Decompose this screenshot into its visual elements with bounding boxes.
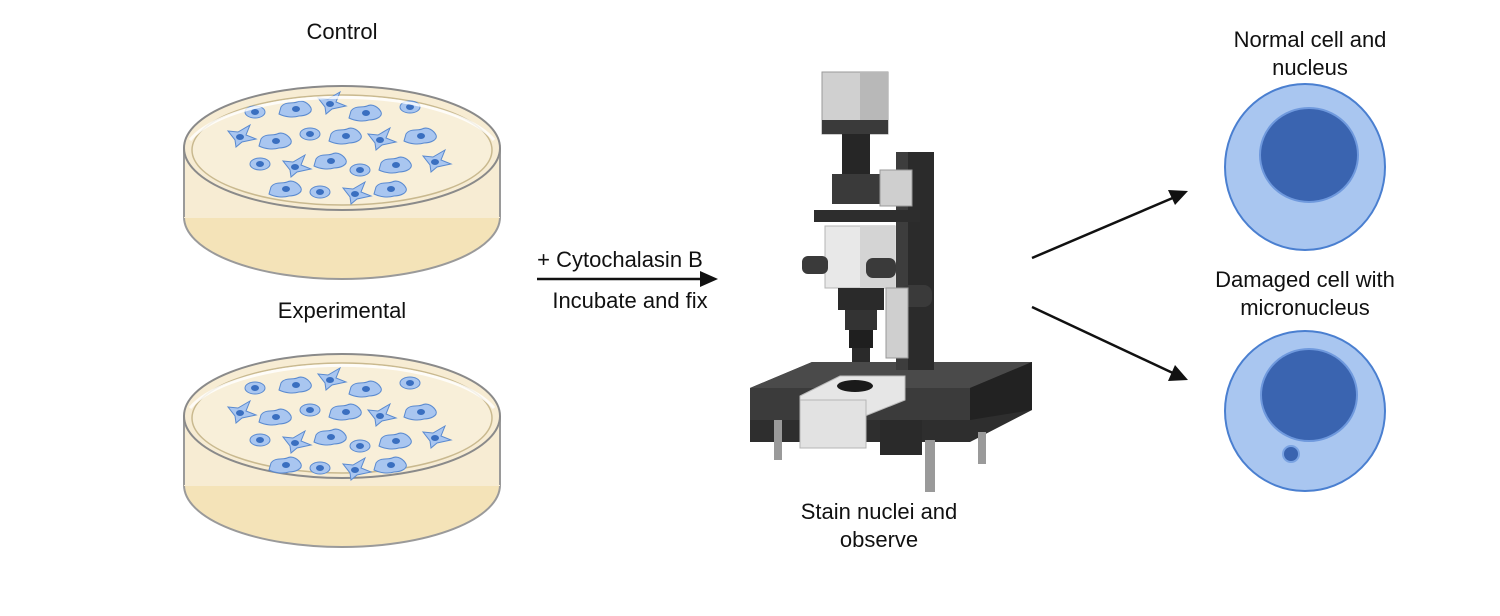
damaged-cell-label-line1: Damaged cell with (1215, 267, 1395, 292)
treatment-line2: Incubate and fix (552, 288, 708, 313)
damaged-cell (1224, 330, 1386, 492)
damaged-nucleus (1260, 348, 1358, 442)
treatment-line1: + Cytochalasin B (537, 247, 703, 272)
damaged-cell-label-line2: micronucleus (1240, 295, 1370, 320)
arrow-to-normal-cell (1031, 190, 1188, 260)
microscope-caption-line2: observe (839, 527, 919, 552)
microscope-illustration (750, 71, 1032, 492)
experimental-label: Experimental (277, 298, 407, 323)
micronucleus (1282, 445, 1300, 463)
control-petri-dish (183, 85, 501, 280)
treatment-arrow (537, 271, 718, 287)
experimental-petri-dish (183, 353, 501, 548)
normal-cell (1224, 83, 1386, 251)
normal-cell-label-line1: Normal cell and (1233, 27, 1387, 52)
microscope-caption-line1: Stain nuclei and (800, 499, 958, 524)
normal-nucleus (1259, 107, 1359, 203)
normal-cell-label-line2: nucleus (1272, 55, 1348, 80)
control-label: Control (306, 19, 378, 44)
arrow-to-damaged-cell (1031, 305, 1188, 381)
